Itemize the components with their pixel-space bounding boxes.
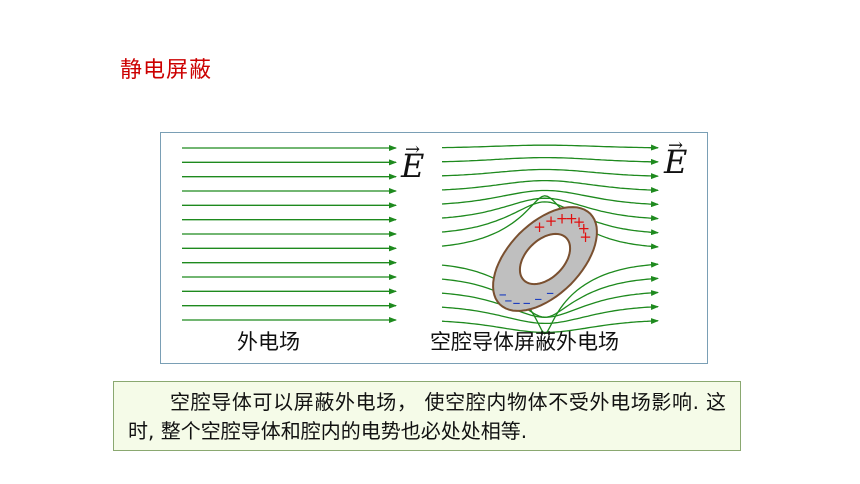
positive-charge: + (578, 219, 591, 237)
page-title: 静电屏蔽 (120, 58, 213, 83)
negative-charge: – (546, 283, 554, 302)
field-line (441, 195, 659, 250)
caption-external-field: 外电场 (237, 330, 300, 354)
field-line (441, 168, 659, 180)
negative-charge: – (513, 293, 521, 312)
negative-charge: – (504, 290, 512, 309)
negative-charge: – (499, 285, 507, 304)
positive-charge: + (556, 209, 569, 227)
negative-charge: – (523, 293, 531, 312)
field-symbol-right: → E (664, 137, 688, 181)
shielded-field-lines (441, 144, 659, 335)
conductor-cavity (519, 233, 571, 285)
field-line (441, 189, 659, 208)
field-line (441, 179, 659, 194)
electrostatic-shielding-diagram: –––––– +++++++ (182, 144, 659, 335)
field-symbol-left-letter: E (401, 147, 425, 185)
positive-charge: + (565, 210, 578, 228)
negative-induced-charges: –––––– (499, 283, 554, 312)
positive-charge: + (545, 212, 558, 230)
field-symbol-left: → E (401, 141, 425, 185)
field-line (441, 201, 659, 236)
vector-arrow-icon: → (405, 139, 421, 160)
field-line (441, 303, 659, 325)
field-line (441, 318, 659, 334)
field-symbol-right-letter: E (664, 143, 688, 181)
uniform-field-lines (182, 145, 397, 323)
positive-charge: + (573, 213, 586, 231)
positive-induced-charges: +++++++ (533, 209, 591, 246)
explanation-text: 空腔导体可以屏蔽外电场， 使空腔内物体不受外电场影响. 这时, 整个空腔导体和腔… (128, 390, 726, 443)
caption-shielded-field: 空腔导体屏蔽外电场 (430, 330, 619, 354)
field-line (441, 290, 659, 318)
field-line (441, 261, 659, 335)
explanation-box: 空腔导体可以屏蔽外电场， 使空腔内物体不受外电场影响. 这时, 整个空腔导体和腔… (113, 381, 741, 451)
hollow-conductor (492, 206, 598, 312)
field-line (442, 144, 659, 151)
negative-charge: – (534, 289, 542, 308)
field-line (442, 156, 659, 165)
positive-charge: + (533, 218, 546, 236)
vector-arrow-icon: → (668, 135, 684, 156)
positive-charge: + (579, 228, 592, 246)
